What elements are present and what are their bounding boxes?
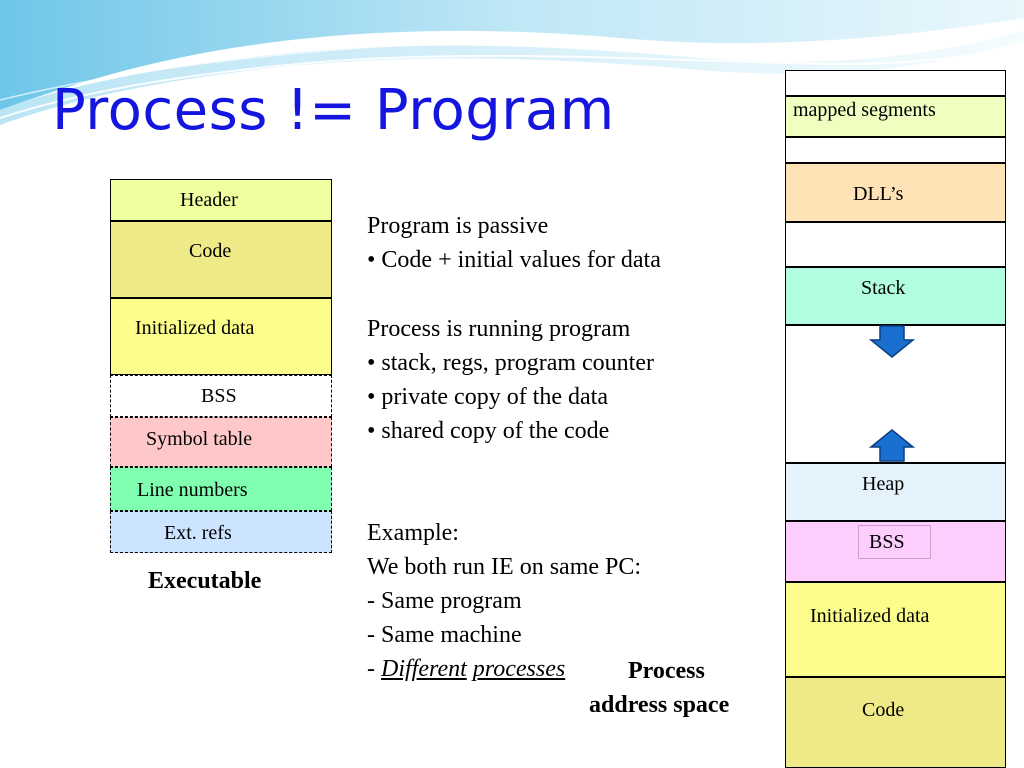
program-bullet-1-text: Code + initial values for data xyxy=(381,247,661,273)
exe-header-segment: Header xyxy=(110,179,332,221)
process-heading: Process is running program xyxy=(367,316,631,342)
processes-word: processes xyxy=(472,656,566,682)
exe-ext-refs-segment: Ext. refs xyxy=(110,511,332,553)
exe-line-numbers-label: Line numbers xyxy=(137,479,248,501)
as-stack-segment: Stack xyxy=(785,267,1006,325)
bullet-glyph: • xyxy=(367,247,376,273)
address-space-caption-line2: address space xyxy=(589,692,730,718)
example-different-processes: - Different processes xyxy=(367,652,565,686)
address-space-caption-line1: Process xyxy=(628,658,705,684)
example-heading: Example: xyxy=(367,520,459,546)
bullet-glyph: • xyxy=(367,384,376,410)
exe-bss-segment: BSS xyxy=(110,375,332,417)
exe-line-numbers-segment: Line numbers xyxy=(110,467,332,511)
executable-caption: Executable xyxy=(148,568,262,594)
slide-title: Process != Program xyxy=(52,78,615,143)
example-line: We both run IE on same PC: xyxy=(367,554,642,580)
as-initialized-data-segment: Initialized data xyxy=(785,582,1006,677)
bullet-glyph: • xyxy=(367,350,376,376)
exe-initialized-data-label: Initialized data xyxy=(135,317,255,339)
as-bss-label: BSS xyxy=(869,531,905,553)
exe-initialized-data-segment: Initialized data xyxy=(110,298,332,375)
as-dlls-label: DLL’s xyxy=(853,183,904,205)
program-heading: Program is passive xyxy=(367,213,549,239)
example-same-program: - Same program xyxy=(367,588,522,614)
as-bss-region: BSS xyxy=(785,521,1006,582)
header-wave-decoration xyxy=(0,0,1024,125)
process-bullet-1: • stack, regs, program counter xyxy=(367,346,654,380)
as-mapped-segments-label: mapped segments xyxy=(793,99,936,121)
as-mapped-segments: mapped segments xyxy=(785,96,1006,137)
as-gap-segment-1 xyxy=(785,137,1006,163)
exe-code-label: Code xyxy=(189,240,232,262)
as-bss-box: BSS xyxy=(858,525,931,559)
process-bullet-2: • private copy of the data xyxy=(367,380,608,414)
program-bullet-1: • Code + initial values for data xyxy=(367,243,661,277)
exe-bss-label: BSS xyxy=(201,385,237,407)
as-top-blank-segment xyxy=(785,70,1006,96)
process-bullet-3: • shared copy of the code xyxy=(367,414,609,448)
stack-grows-down-arrow-icon xyxy=(869,325,915,358)
as-dlls-segment: DLL’s xyxy=(785,163,1006,222)
as-heap-segment: Heap xyxy=(785,463,1006,521)
as-heap-label: Heap xyxy=(862,473,905,495)
different-word: Different xyxy=(381,656,467,682)
as-initialized-data-label: Initialized data xyxy=(810,605,930,627)
exe-symbol-table-label: Symbol table xyxy=(146,428,253,450)
as-code-segment: Code xyxy=(785,677,1006,768)
heap-grows-up-arrow-icon xyxy=(869,429,915,462)
exe-code-segment: Code xyxy=(110,221,332,298)
dash-glyph: - xyxy=(367,656,375,682)
as-code-label: Code xyxy=(862,699,905,721)
exe-symbol-table-segment: Symbol table xyxy=(110,417,332,467)
process-bullet-3-text: shared copy of the code xyxy=(381,418,610,444)
process-bullet-1-text: stack, regs, program counter xyxy=(381,350,654,376)
as-gap-segment-2 xyxy=(785,222,1006,267)
example-same-machine: - Same machine xyxy=(367,622,522,648)
exe-header-label: Header xyxy=(180,189,238,211)
process-bullet-2-text: private copy of the data xyxy=(381,384,608,410)
as-stack-label: Stack xyxy=(861,277,906,299)
exe-ext-refs-label: Ext. refs xyxy=(164,522,232,544)
bullet-glyph: • xyxy=(367,418,376,444)
